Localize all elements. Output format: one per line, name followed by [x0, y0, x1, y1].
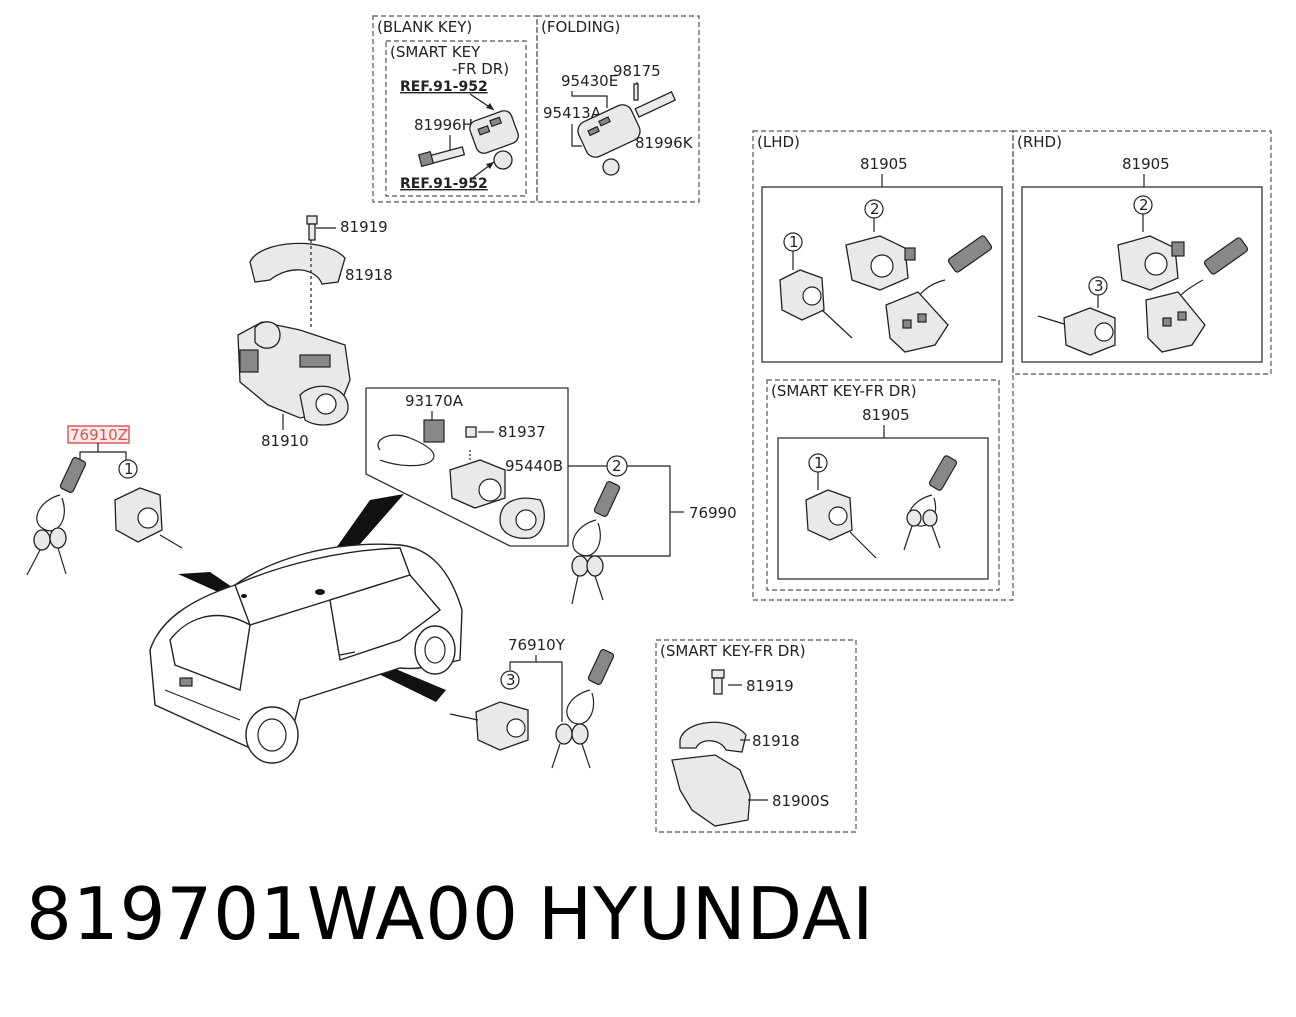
lhd-kit-box — [761, 186, 1003, 363]
callout-2-mid-text: 2 — [612, 457, 622, 475]
label-98175: 98175 — [613, 62, 661, 80]
screw-81937 — [465, 426, 477, 438]
label-81919-top: 81919 — [340, 218, 388, 236]
lhd-frame — [752, 130, 1014, 601]
rhd-frame — [1012, 130, 1272, 375]
label-81996k: 81996K — [635, 134, 694, 152]
leader-95413a — [571, 124, 582, 147]
label-81900s: 81900S — [772, 792, 829, 810]
label-95430e: 95430E — [561, 72, 618, 90]
ignition-screw — [306, 215, 318, 241]
label-76910z: 76910Z — [70, 426, 128, 444]
label-81919-bottom: 81919 — [746, 677, 794, 695]
callout-1-left-text: 1 — [124, 460, 134, 478]
label-76990: 76990 — [689, 504, 737, 522]
ref-label-bottom: REF.91-952 — [400, 176, 488, 192]
leader-76910y-lock — [509, 655, 537, 670]
bracket-81918-bottom — [679, 721, 747, 753]
ref-arrowhead-bottom — [486, 162, 494, 169]
ref-arrowhead-top — [486, 103, 494, 110]
door-lock-cylinder-left — [114, 487, 183, 549]
smart-key-set — [903, 455, 958, 551]
lhd-callout-2-text: 2 — [870, 200, 880, 218]
ignition-bezel-95440b — [499, 497, 545, 539]
rhd-callout-2-text: 2 — [1139, 196, 1149, 214]
ignition-cylinder — [449, 459, 506, 509]
smart-key-subtitle: -FR DR) — [452, 60, 509, 78]
lhd-ignition-lock — [845, 235, 916, 291]
folding-title: (FOLDING) — [541, 18, 620, 36]
smart-key-frame — [385, 40, 527, 197]
label-93170a: 93170A — [405, 392, 464, 410]
lhd-callout-1-text: 1 — [789, 233, 799, 251]
rhd-kit-box — [1021, 186, 1263, 363]
label-81996h: 81996H — [414, 116, 473, 134]
callout-3-bottom-text: 3 — [506, 671, 516, 689]
immobilizer-antenna — [377, 419, 445, 467]
door-lock-cylinder-bottom — [449, 701, 529, 751]
leader-2-bracket — [584, 465, 671, 557]
smart-key-fr-dr-right-title: (SMART KEY-FR DR) — [771, 382, 917, 400]
rhd-door-cylinder — [1037, 307, 1116, 356]
housing-81900s — [671, 754, 751, 827]
leader-76910y-keys — [536, 661, 563, 722]
rhd-callout-3-text: 3 — [1094, 277, 1104, 295]
lhd-door-cylinder — [779, 269, 853, 339]
ignition-lock-body — [237, 321, 351, 426]
leader-76910z-keys — [79, 443, 99, 460]
folding-key-battery — [602, 158, 620, 176]
label-81937: 81937 — [498, 423, 546, 441]
label-81905-rhd: 81905 — [1122, 155, 1170, 173]
label-81918-bottom: 81918 — [752, 732, 800, 750]
folding-key-fob — [577, 104, 641, 158]
key-set-center — [571, 481, 621, 605]
smart-key-title: (SMART KEY — [390, 43, 481, 61]
rhd-ignition-lock — [1117, 235, 1185, 291]
ignition-bracket — [249, 242, 346, 285]
smart-key-fr-dr-bottom-frame — [655, 639, 857, 833]
key-set-left — [26, 457, 87, 576]
label-81905-lhd: 81905 — [860, 155, 908, 173]
smart-key-fr-dr-right-frame — [766, 379, 1000, 591]
parts-diagram: (BLANK KEY) (FOLDING) (SMART KEY -FR DR)… — [26, 15, 1272, 833]
folding-frame — [536, 15, 700, 203]
label-81918-top: 81918 — [345, 266, 393, 284]
folding-key-pin — [633, 83, 639, 101]
smart-key-fob — [469, 110, 519, 154]
exploded-view-svg: (BLANK KEY) (FOLDING) (SMART KEY -FR DR)… — [26, 15, 1272, 833]
folding-key-blade — [634, 91, 677, 118]
key-set-bottom — [551, 649, 615, 769]
leader-76910z-lock — [98, 451, 127, 460]
blank-key-title: (BLANK KEY) — [377, 18, 472, 36]
callout-1-left — [118, 459, 138, 479]
smart-key-fr-dr-bottom-title: (SMART KEY-FR DR) — [660, 642, 806, 660]
label-81905-smart: 81905 — [862, 406, 910, 424]
smart-kit-box — [777, 437, 989, 580]
car-illustration — [149, 543, 463, 764]
ignition-kit-frame — [365, 387, 569, 547]
part-number-caption: 819701WA00 — [26, 872, 519, 956]
label-76910y: 76910Y — [508, 636, 566, 654]
screw-81919-bottom — [711, 669, 725, 695]
rhd-smart-key — [1145, 237, 1249, 353]
leader-95430e — [571, 91, 608, 108]
label-95440b: 95440B — [505, 457, 563, 475]
lhd-title: (LHD) — [757, 133, 800, 151]
label-81910: 81910 — [261, 432, 309, 450]
smart-door-cylinder — [805, 489, 877, 559]
ref-label-top: REF.91-952 — [400, 79, 488, 95]
brand-caption: HYUNDAI — [538, 872, 875, 956]
smart-callout-1-text: 1 — [814, 454, 824, 472]
label-95413a: 95413A — [543, 104, 602, 122]
lhd-smart-key — [885, 235, 993, 353]
battery-coin — [493, 150, 513, 170]
rhd-title: (RHD) — [1017, 133, 1062, 151]
caption-bar — [0, 848, 1296, 1017]
emergency-key-blade — [417, 146, 466, 168]
callout-3-bottom — [500, 670, 520, 690]
